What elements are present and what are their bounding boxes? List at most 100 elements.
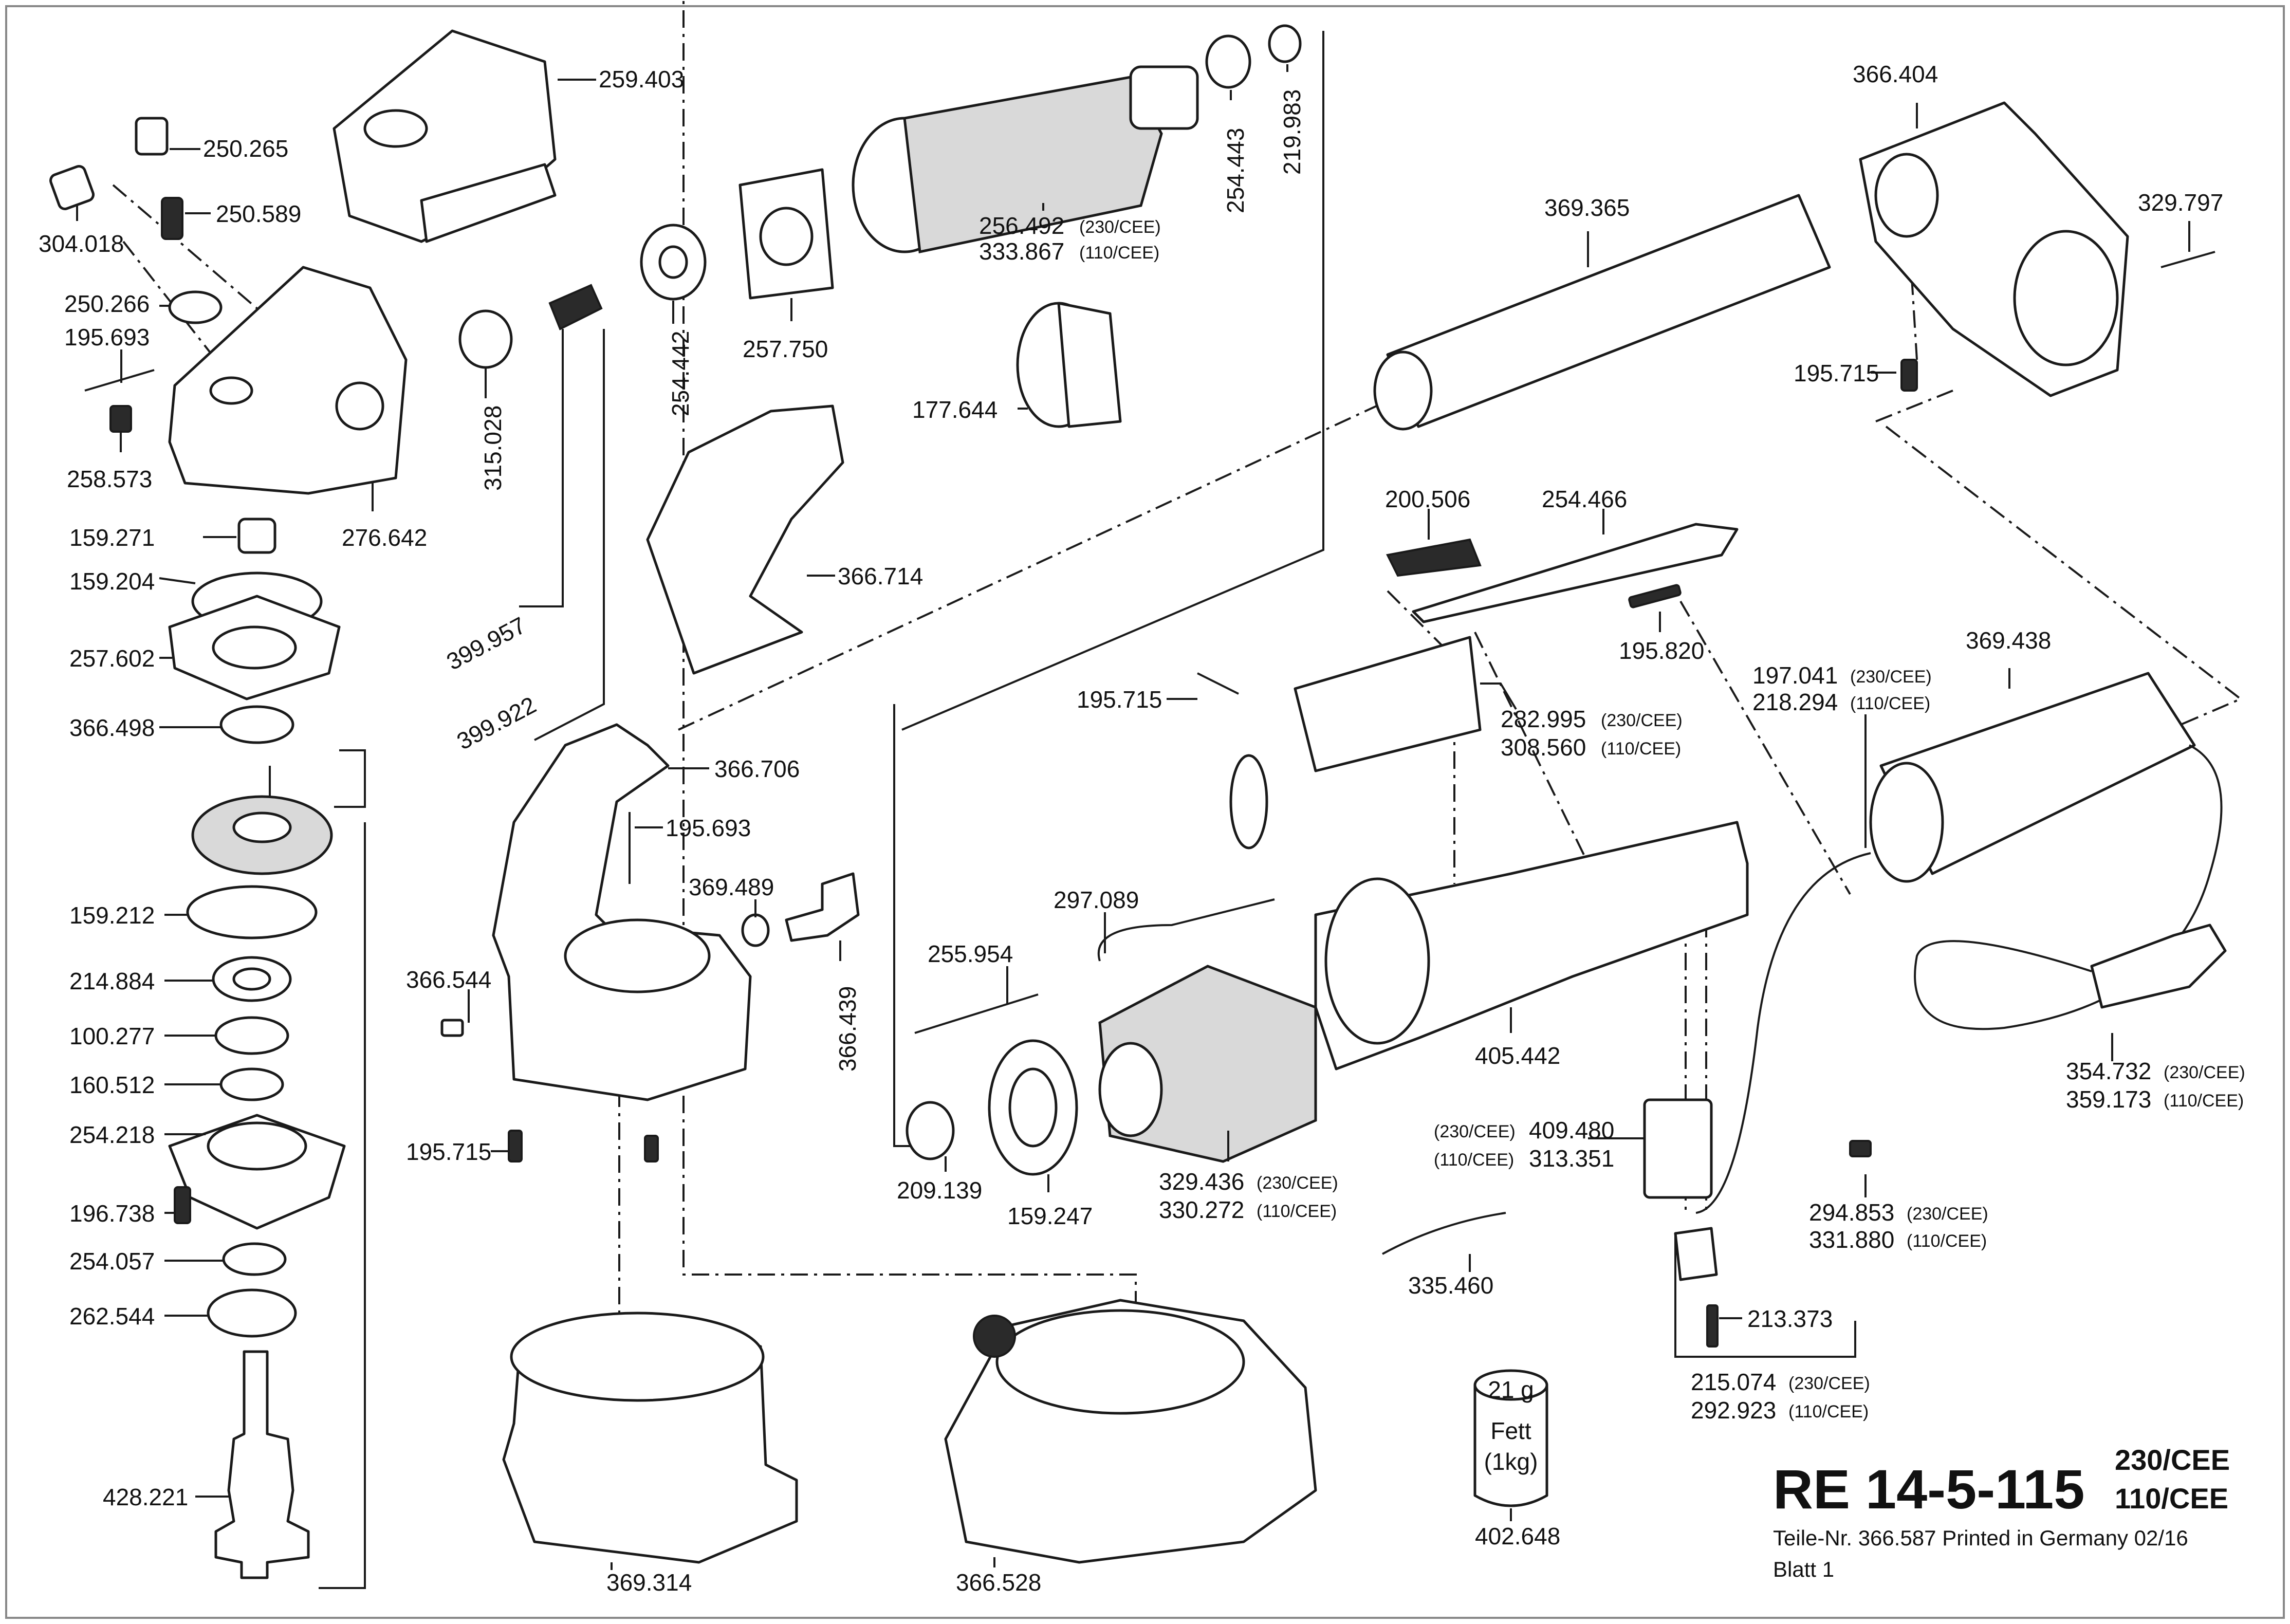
label-329-797: 329.797 (2138, 189, 2223, 216)
label-259-403: 259.403 (599, 66, 684, 93)
label-256-492: 256.492 (979, 212, 1064, 239)
label-409-480: 409.480 (1529, 1117, 1614, 1143)
armature-shape (903, 76, 1163, 254)
grease-tin-shape (1473, 1383, 1548, 1507)
label-257-602: 257.602 (69, 645, 155, 672)
label-254-466: 254.466 (1542, 486, 1627, 512)
label-308-560: 308.560 (1501, 734, 1586, 761)
label-366-498: 366.498 (69, 714, 155, 741)
sheet-border (5, 5, 2285, 1619)
label-330-272-variant: (110/CEE) (1257, 1202, 1337, 1221)
label-409-480-variant: (230/CEE) (1434, 1122, 1516, 1141)
label-159-204: 159.204 (69, 568, 155, 595)
label-256-492-variant: (230/CEE) (1079, 217, 1161, 237)
label-250-589: 250.589 (216, 200, 301, 227)
label-369-314: 369.314 (606, 1569, 692, 1596)
label-399-922: 399.922 (452, 691, 540, 755)
label-219-983: 219.983 (1279, 89, 1305, 175)
label-366-544: 366.544 (406, 966, 491, 993)
label-313-351: 313.351 (1529, 1145, 1614, 1172)
label-218-294: 218.294 (1752, 689, 1838, 715)
label-294-853-variant: (230/CEE) (1907, 1204, 1988, 1224)
grease-label: Fett (1490, 1417, 1531, 1444)
handle-tube-shape (1386, 194, 1831, 428)
label-292-923: 292.923 (1691, 1397, 1776, 1424)
sheet-footer: Blatt 1 (1773, 1557, 1834, 1581)
label-197-041-variant: (230/CEE) (1850, 667, 1932, 687)
label-366-714: 366.714 (838, 563, 923, 589)
label-195-693-b: 195.693 (666, 815, 751, 841)
label-159-247: 159.247 (1007, 1203, 1093, 1229)
label-331-880-variant: (110/CEE) (1907, 1231, 1987, 1251)
label-402-648: 402.648 (1475, 1523, 1560, 1549)
label-294-853: 294.853 (1809, 1199, 1894, 1226)
label-195-715-c: 195.715 (406, 1138, 491, 1165)
label-333-867-variant: (110/CEE) (1079, 243, 1159, 263)
label-333-867: 333.867 (979, 238, 1064, 265)
label-254-443: 254.443 (1222, 128, 1249, 213)
label-366-404: 366.404 (1853, 61, 1938, 87)
label-369-438: 369.438 (1966, 627, 2051, 654)
label-258-573: 258.573 (67, 466, 152, 492)
label-330-272: 330.272 (1159, 1196, 1244, 1223)
label-159-212: 159.212 (69, 902, 155, 929)
leader-lines (76, 64, 2190, 1570)
spindle-shape (214, 1350, 310, 1579)
label-195-715-b: 195.715 (1077, 686, 1162, 713)
label-329-436-variant: (230/CEE) (1257, 1173, 1338, 1193)
label-282-995-variant: (230/CEE) (1601, 711, 1683, 730)
label-254-442: 254.442 (667, 331, 694, 416)
label-197-041: 197.041 (1752, 662, 1838, 689)
label-292-923-variant: (110/CEE) (1788, 1402, 1869, 1422)
grease-tin-text: 21 g Fett (1kg) (1484, 1376, 1538, 1475)
label-218-294-variant: (110/CEE) (1850, 694, 1930, 713)
voltage-110: 110/CEE (2115, 1482, 2228, 1515)
grease-qty: (1kg) (1484, 1448, 1538, 1475)
label-254-057: 254.057 (69, 1248, 155, 1275)
label-359-173-variant: (110/CEE) (2164, 1091, 2244, 1111)
label-215-074-variant: (230/CEE) (1788, 1374, 1870, 1393)
title-block: RE 14-5-115 230/CEE 110/CEE Teile-Nr. 36… (1773, 1444, 2230, 1581)
label-177-644: 177.644 (912, 396, 998, 423)
part-labels: 259.403 250.265 304.018 250.589 250.266 … (39, 61, 2245, 1596)
label-276-642: 276.642 (342, 524, 427, 551)
label-250-266: 250.266 (64, 290, 150, 317)
label-315-028: 315.028 (479, 405, 506, 491)
label-369-489: 369.489 (689, 874, 774, 900)
label-399-957: 399.957 (442, 612, 530, 675)
label-366-706: 366.706 (714, 755, 800, 782)
label-262-544: 262.544 (69, 1303, 155, 1330)
label-297-089: 297.089 (1054, 887, 1139, 913)
label-214-884: 214.884 (69, 968, 155, 994)
label-160-512: 160.512 (69, 1072, 155, 1098)
label-196-738: 196.738 (69, 1200, 155, 1227)
label-331-880: 331.880 (1809, 1226, 1894, 1253)
label-369-365: 369.365 (1544, 194, 1630, 221)
wheel-guard-shape (492, 723, 752, 1101)
label-282-995: 282.995 (1501, 706, 1586, 732)
label-335-460: 335.460 (1408, 1272, 1493, 1299)
label-215-074: 215.074 (1691, 1369, 1776, 1395)
label-255-954: 255.954 (928, 940, 1013, 967)
label-195-820: 195.820 (1619, 637, 1704, 664)
plug-shape (2090, 924, 2227, 1009)
guard-shape (646, 404, 844, 675)
label-195-715-a: 195.715 (1794, 360, 1879, 386)
model-title: RE 14-5-115 (1773, 1458, 2084, 1520)
grease-weight: 21 g (1488, 1376, 1534, 1403)
label-159-271: 159.271 (69, 524, 155, 551)
label-195-693-a: 195.693 (64, 324, 150, 350)
label-366-439: 366.439 (834, 986, 861, 1072)
motor-housing-shape (1314, 821, 1749, 1071)
label-100-277: 100.277 (69, 1023, 155, 1049)
label-405-442: 405.442 (1475, 1042, 1560, 1069)
label-308-560-variant: (110/CEE) (1601, 739, 1681, 759)
label-250-265: 250.265 (203, 135, 288, 162)
switch-shape (1294, 636, 1482, 772)
label-200-506: 200.506 (1385, 486, 1470, 512)
label-209-139: 209.139 (897, 1177, 982, 1204)
gear-housing-shape (168, 266, 408, 495)
label-254-218: 254.218 (69, 1121, 155, 1148)
parts-number-footer: Teile-Nr. 366.587 Printed in Germany 02/… (1773, 1526, 2188, 1550)
